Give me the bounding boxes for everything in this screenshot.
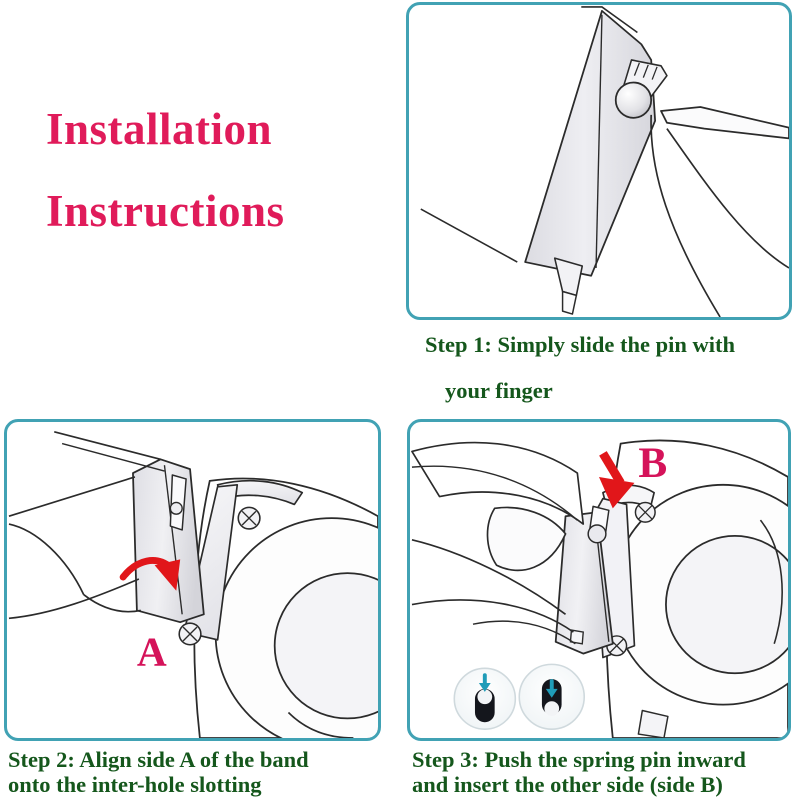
spring-pin-knob: [587, 524, 607, 544]
inset-1-arrow-head: [478, 683, 491, 692]
step-1-drawing: [420, 6, 789, 317]
pin-slot-rib-1: [633, 62, 640, 76]
step-2-drawing: A: [8, 431, 378, 738]
band-end-plate: [524, 10, 656, 277]
strap-bottom-edge: [420, 208, 518, 263]
watch-case-inner-ring: [665, 534, 788, 675]
thumb-nail: [486, 506, 567, 572]
step-1-caption-line-1: Step 1: Simply slide the pin with: [425, 332, 736, 357]
push-arrow-head: [599, 476, 635, 509]
wrist-band-loop: [83, 594, 141, 613]
lug-screw-top-cross: [637, 504, 653, 520]
step-2-caption-line-2: onto the inter-hole slotting: [8, 772, 262, 797]
finger-contour-1: [411, 465, 578, 521]
strap-spring-bar-knob: [169, 501, 183, 515]
pin-slot-rib-3: [651, 66, 658, 80]
inset-2-arrow-head: [545, 688, 558, 698]
strap-end-plate: [132, 458, 205, 624]
finger-contour-3: [472, 620, 576, 645]
strap-end-inner-edge: [163, 465, 183, 615]
page-title-line-1: Installation: [46, 104, 273, 154]
step-3-caption-line-1: Step 3: Push the spring pin inward: [412, 747, 746, 772]
step-3-illustration-panel: B: [407, 419, 791, 741]
watch-case-inner-ring: [273, 572, 378, 720]
inset-1-knob: [477, 689, 493, 705]
strap-body-left: [8, 476, 136, 518]
lug-screw-top-cross: [241, 510, 257, 526]
inset-2-knob: [544, 701, 560, 716]
wrist-contour-lower: [8, 578, 140, 620]
step-1-caption-line-2: your finger: [445, 378, 553, 403]
step-1-caption: Step 1: Simply slide the pin with your f…: [425, 322, 791, 414]
watch-case-bottom-notch: [287, 711, 354, 738]
step-1-illustration-panel: [406, 2, 792, 320]
strap-top-rail: [54, 431, 161, 461]
strap-notch: [569, 629, 584, 645]
band-plate-inner-edge: [595, 14, 603, 268]
thumb-contour: [411, 441, 585, 525]
rotate-arrow-head: [154, 559, 181, 591]
lug-screw-bottom-cross: [182, 626, 198, 642]
push-arrow-shaft: [599, 451, 625, 486]
step-2-caption-line-1: Step 2: Align side A of the band: [8, 747, 309, 772]
finger-lower-contour: [650, 114, 721, 317]
strap-top-edge: [581, 6, 638, 34]
side-b-label: B: [638, 439, 667, 487]
hand-contour: [666, 128, 789, 269]
step-3-caption-line-2: and insert the other side (side B): [412, 772, 723, 797]
quick-release-knob: [614, 81, 653, 119]
fingertip: [660, 106, 789, 140]
page-title-line-2: Instructions: [46, 186, 285, 236]
step-2-illustration-panel: A: [4, 419, 381, 741]
spring-bar-tip-end: [561, 290, 578, 315]
strap-tail: [637, 709, 669, 738]
pin-slot-rib-2: [642, 64, 649, 78]
step-2-caption: Step 2: Align side A of the band onto th…: [8, 747, 388, 797]
wrist-contour-upper: [8, 523, 85, 596]
watch-case-edge-right: [759, 519, 783, 645]
strap-top-rail-2: [61, 442, 165, 472]
hand-lower-contour: [411, 538, 567, 616]
finger-contour-2: [411, 599, 574, 633]
watch-lug-upper: [216, 479, 304, 506]
page-title: Installation Instructions: [46, 88, 386, 252]
step-3-caption: Step 3: Push the spring pin inward and i…: [412, 747, 794, 797]
side-a-label: A: [137, 628, 167, 674]
step-3-drawing: B: [411, 439, 788, 738]
